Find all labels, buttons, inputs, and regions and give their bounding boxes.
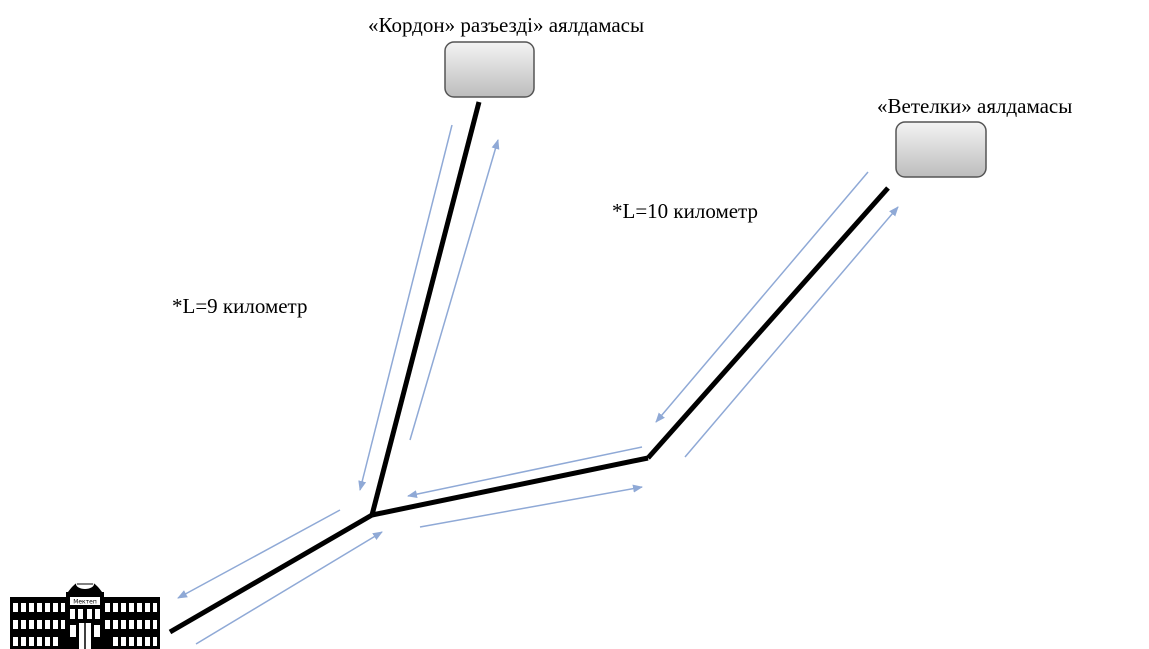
direction-arrows (177, 124, 899, 645)
kordon-distance-label: *L=9 километр (172, 294, 308, 318)
arrow-from-school (195, 531, 383, 645)
road-bend-vetelki (646, 186, 890, 460)
road-school-junction (168, 512, 374, 635)
arrow-to-junction-from-kordon (358, 124, 453, 491)
school-sign: Мектеп (73, 599, 97, 606)
road-junction-kordon (369, 101, 482, 516)
arrow-to-bend (419, 484, 643, 528)
arrow-to-school (177, 509, 341, 599)
arrow-to-vetelki (684, 206, 899, 458)
roads (168, 101, 890, 635)
kordon-stop-label: «Кордон» разъезді» аялдамасы (368, 13, 645, 37)
school-building-icon: Мектеп (10, 579, 160, 649)
vetelki-stop-label: «Ветелки» аялдамасы (877, 94, 1073, 118)
vetelki-distance-label: *L=10 километр (612, 199, 758, 223)
arrow-to-kordon (409, 139, 500, 441)
road-junction-bend (371, 455, 649, 518)
arrow-to-bend-from-vetelki (655, 171, 869, 423)
vetelki-stop-box (895, 121, 987, 178)
kordon-stop-box (444, 41, 535, 98)
arrow-to-junction-from-bend (407, 446, 643, 499)
